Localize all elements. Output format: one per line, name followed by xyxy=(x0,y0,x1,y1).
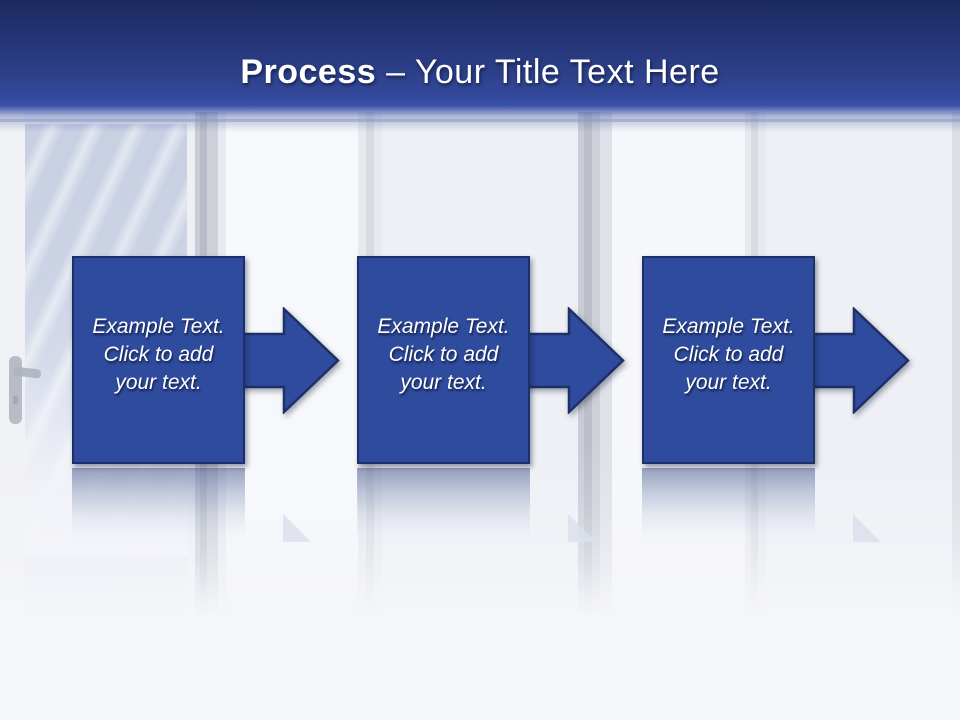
step-text-line: your text. xyxy=(115,370,202,394)
arrow-right-icon xyxy=(519,307,625,414)
arrow-reflection xyxy=(853,514,881,542)
step-text-line: Click to add xyxy=(103,342,214,366)
title-subtitle: – Your Title Text Here xyxy=(376,53,720,91)
step-text-line: your text. xyxy=(685,370,772,394)
step-text-line: Example Text. xyxy=(92,314,225,338)
box-reflection xyxy=(642,468,815,546)
arrow-reflection xyxy=(568,514,596,542)
slide-title: Process – Your Title Text Here xyxy=(0,52,960,92)
arrow-right-icon xyxy=(234,307,340,414)
title-keyword: Process xyxy=(240,53,377,91)
box-reflection xyxy=(72,468,245,546)
step-box-1[interactable]: Example Text. Click to add your text. xyxy=(72,256,245,464)
step-box-2[interactable]: Example Text. Click to add your text. xyxy=(357,256,530,464)
step-text-line: Example Text. xyxy=(662,314,795,338)
arrow-reflection xyxy=(283,514,311,542)
slide-header: Process – Your Title Text Here xyxy=(0,0,960,132)
step-text-line: Example Text. xyxy=(377,314,510,338)
step-text-line: your text. xyxy=(400,370,487,394)
step-text-line: Click to add xyxy=(388,342,499,366)
floor xyxy=(0,614,960,720)
arrow-right-icon xyxy=(804,307,910,414)
door-handle-keyhole xyxy=(13,396,18,404)
box-reflection xyxy=(357,468,530,546)
step-box-3[interactable]: Example Text. Click to add your text. xyxy=(642,256,815,464)
step-text-line: Click to add xyxy=(673,342,784,366)
